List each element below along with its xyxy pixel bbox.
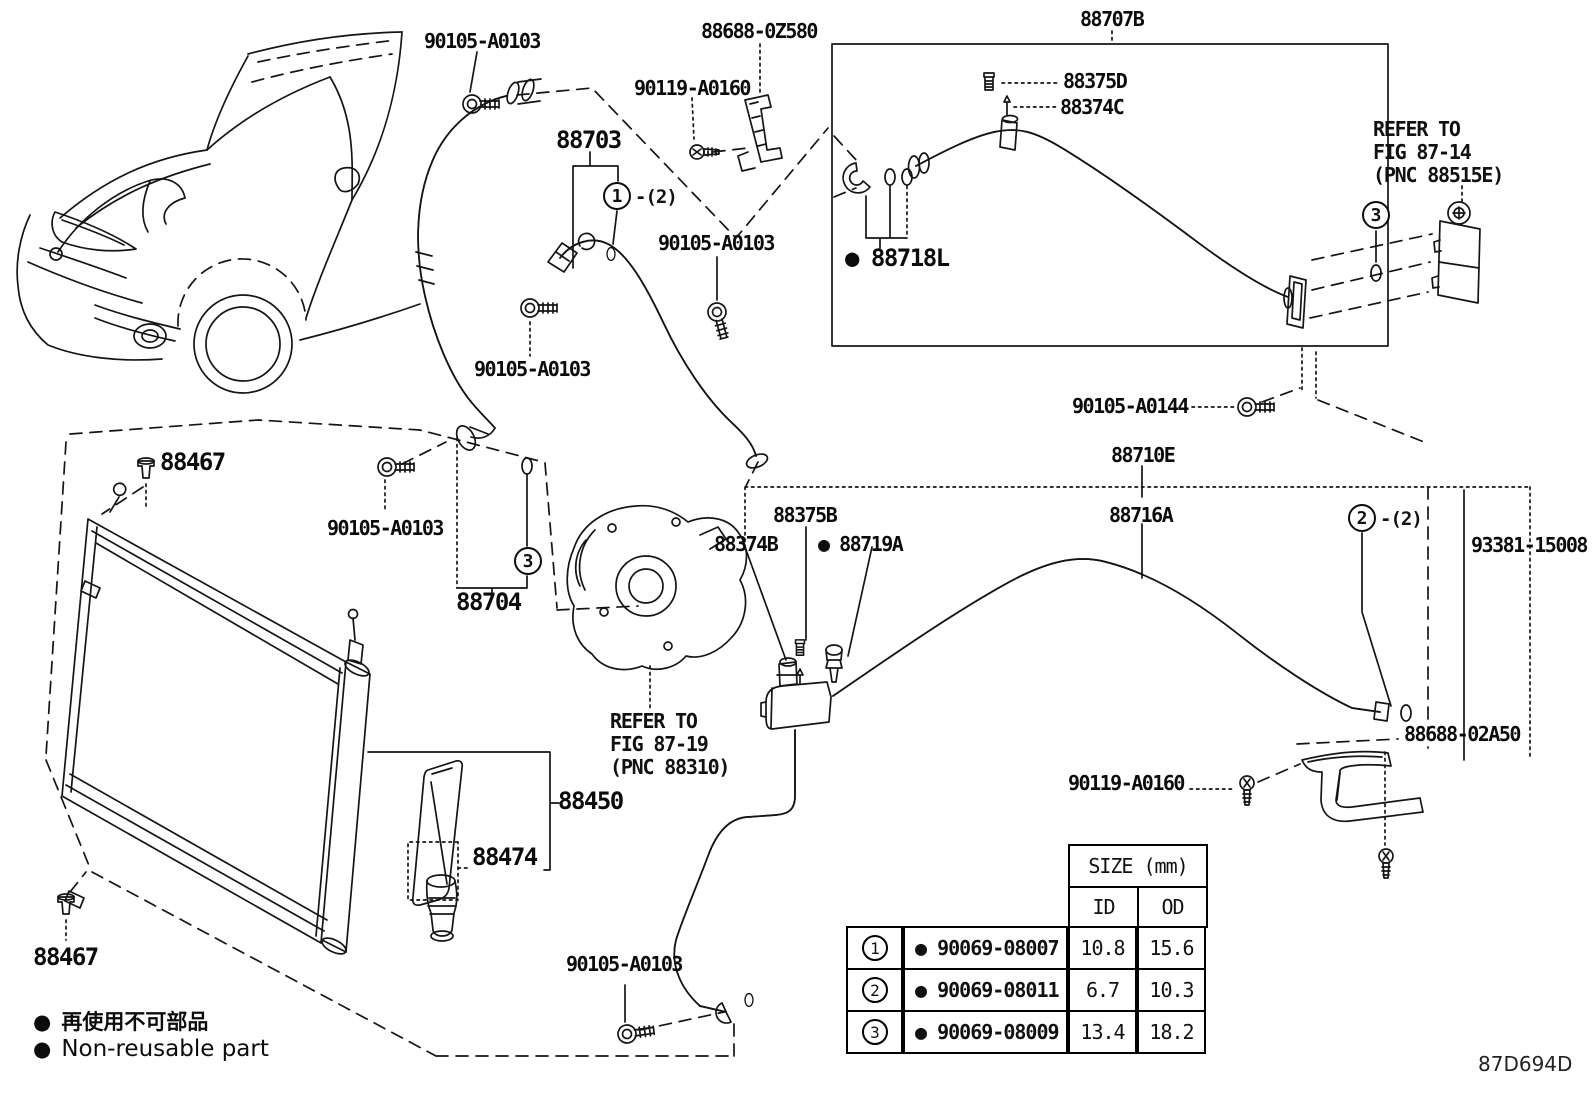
box-88707B bbox=[831, 43, 1389, 347]
circled-marker-2: 2 bbox=[861, 977, 888, 1003]
label-90105-A0103-bottom: 90105-A0103 bbox=[566, 952, 683, 976]
o-ring-icon bbox=[521, 457, 533, 475]
size-table-row-od: 10.3 bbox=[1137, 968, 1206, 1012]
bolt-icon bbox=[1237, 397, 1275, 417]
refer-note-line: REFER TO bbox=[610, 709, 698, 733]
bolt-icon bbox=[615, 1020, 656, 1046]
compressor-drawing bbox=[566, 504, 748, 671]
o-ring-icon bbox=[744, 992, 754, 1008]
refer-note-fig-87-14: REFER TO FIG 87-14 (PNC 88515E) bbox=[1373, 117, 1504, 187]
box-88710E bbox=[673, 465, 1531, 1024]
circled-marker-3: 3 bbox=[1362, 201, 1390, 229]
size-table-row-id: 10.8 bbox=[1068, 926, 1137, 970]
label-88719A: ● 88719A bbox=[818, 532, 904, 556]
label-88467-upper: 88467 bbox=[160, 448, 226, 476]
size-table-row-part: ● 90069-08007 bbox=[903, 926, 1068, 970]
circled-marker-2: 2 bbox=[1348, 504, 1376, 532]
size-table-row-part: ● 90069-08009 bbox=[903, 1010, 1068, 1054]
circled-marker-3: 3 bbox=[514, 547, 542, 575]
label-90105-A0103-hose: 90105-A0103 bbox=[424, 29, 541, 53]
screw-icon bbox=[1239, 775, 1255, 806]
size-table-title: SIZE (mm) bbox=[1068, 844, 1208, 888]
legend-non-reusable-jp: ● 再使用不可部品 bbox=[33, 1006, 208, 1036]
label-88374C: 88374C bbox=[1060, 95, 1125, 119]
valve-core-icon bbox=[794, 639, 806, 656]
condenser-drawing bbox=[61, 482, 371, 955]
label-88710E: 88710E bbox=[1111, 443, 1176, 467]
label-88467-lower: 88467 bbox=[33, 943, 99, 971]
refer-note-line: FIG 87-14 bbox=[1373, 139, 1472, 164]
size-table-row-id: 6.7 bbox=[1068, 968, 1137, 1012]
label-88718L: ● 88718L bbox=[845, 244, 950, 272]
suction-hose-88704 bbox=[415, 78, 542, 451]
bolt-icon bbox=[520, 298, 558, 318]
circled-marker-1: 1 bbox=[603, 182, 631, 210]
dashed-lines bbox=[45, 87, 1433, 1057]
legend-non-reusable-en: ● Non-reusable part bbox=[33, 1036, 269, 1062]
o-ring-icon bbox=[1400, 704, 1412, 722]
label-88716A: 88716A bbox=[1109, 503, 1174, 527]
label-88703: 88703 bbox=[556, 126, 622, 154]
label-88688-02A50: 88688-02A50 bbox=[1404, 722, 1521, 746]
label-90119-A0160-lower: 90119-A0160 bbox=[1068, 771, 1185, 795]
valve-core-icon bbox=[983, 72, 995, 91]
cushion-pin-icon bbox=[137, 457, 155, 479]
refer-note-line: FIG 87-19 bbox=[610, 731, 709, 756]
o-ring-icon bbox=[884, 168, 896, 186]
bullet-icon: ● bbox=[33, 1037, 52, 1061]
size-table-row-marker: 2 bbox=[846, 968, 903, 1012]
o-ring-icon bbox=[901, 168, 913, 186]
drier-parts-drawing bbox=[367, 751, 560, 942]
label-90105-A0103-mid: 90105-A0103 bbox=[658, 231, 775, 255]
legend-jp-text: 再使用不可部品 bbox=[61, 1010, 209, 1034]
bolt-icon bbox=[705, 300, 734, 342]
bullet-icon: ● bbox=[33, 1010, 52, 1034]
circled-marker-suffix: -(2) bbox=[1380, 508, 1423, 530]
label-88375D: 88375D bbox=[1063, 69, 1128, 93]
label-90105-A0103-left: 90105-A0103 bbox=[474, 357, 591, 381]
refer-note-fig-87-19: REFER TO FIG 87-19 (PNC 88310) bbox=[610, 709, 730, 779]
o-ring-icon bbox=[606, 246, 616, 262]
expansion-valve-drawing bbox=[1431, 201, 1481, 304]
label-90105-A0144: 90105-A0144 bbox=[1072, 394, 1189, 418]
bolt-icon bbox=[462, 94, 500, 114]
label-88688-0Z580: 88688-0Z580 bbox=[701, 19, 818, 43]
circled-marker-3: 3 bbox=[861, 1019, 888, 1045]
bracket-88688-0Z580 bbox=[689, 94, 783, 172]
label-93381-15008: 93381-15008 bbox=[1471, 533, 1588, 557]
label-88704: 88704 bbox=[456, 588, 522, 616]
figure-code: 87D694D bbox=[1478, 1052, 1573, 1076]
legend-en-text: Non-reusable part bbox=[61, 1036, 269, 1062]
discharge-hose-88703 bbox=[547, 232, 769, 469]
car-sketch bbox=[16, 31, 421, 394]
pressure-sensor-icon bbox=[825, 644, 843, 683]
label-88450: 88450 bbox=[558, 787, 624, 815]
size-table-row-marker: 3 bbox=[846, 1010, 903, 1054]
size-table-row-id: 13.4 bbox=[1068, 1010, 1137, 1054]
label-88374B: 88374B bbox=[714, 532, 779, 556]
label-90105-A0103-condenser: 90105-A0103 bbox=[327, 516, 444, 540]
leader-lines bbox=[65, 30, 1463, 1023]
o-ring-icon bbox=[1370, 264, 1382, 282]
refer-note-line: (PNC 88515E) bbox=[1373, 162, 1504, 187]
size-table-row-od: 15.6 bbox=[1137, 926, 1206, 970]
size-table-row-marker: 1 bbox=[846, 926, 903, 970]
refer-note-line: REFER TO bbox=[1373, 117, 1461, 141]
leader-88704 bbox=[456, 437, 533, 598]
size-table-col-od: OD bbox=[1137, 886, 1208, 928]
pipe-bracket-drawing bbox=[1239, 750, 1424, 879]
circled-marker-suffix: -(2) bbox=[635, 186, 678, 208]
screw-icon bbox=[1378, 848, 1394, 879]
size-table-col-id: ID bbox=[1068, 886, 1139, 928]
size-table-row-part: ● 90069-08011 bbox=[903, 968, 1068, 1012]
label-88707B: 88707B bbox=[1080, 7, 1145, 31]
refer-note-line: (PNC 88310) bbox=[610, 754, 730, 779]
size-table-row-od: 18.2 bbox=[1137, 1010, 1206, 1054]
label-90119-A0160-upper: 90119-A0160 bbox=[634, 76, 751, 100]
label-88375B: 88375B bbox=[773, 503, 838, 527]
label-88474: 88474 bbox=[472, 843, 538, 871]
circled-marker-1: 1 bbox=[861, 935, 888, 961]
